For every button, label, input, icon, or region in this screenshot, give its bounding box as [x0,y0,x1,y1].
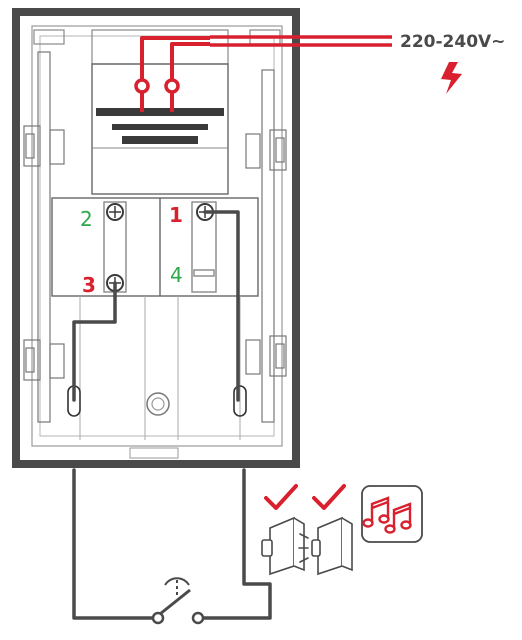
mains-wire-terminals [134,78,180,94]
low-voltage-wires [72,210,272,620]
transformer-core-bar [112,124,208,130]
transformer-core-bar [96,108,224,116]
terminal-label-2: 2 [80,207,93,231]
transformer-housing [12,8,300,468]
supply-voltage-label: 220-240V~ [400,32,505,52]
transformer-core-bar [122,136,198,144]
mains-live-wires [140,36,210,112]
sound-waves-icon [298,533,309,563]
check-mark-icon [264,484,298,510]
push-switch-icon [151,577,205,625]
terminal-label-4: 4 [170,263,183,287]
left-mounting-rail [23,51,65,423]
primary-terminal-block [91,29,229,195]
terminal-screw-2 [106,203,124,221]
doorbell-push-button-icon [261,516,305,576]
mounting-screw-hole [146,392,170,416]
mains-supply-cable [210,35,392,47]
right-mounting-rail [245,69,287,423]
check-mark-icon [312,484,346,510]
terminal-label-3: 3 [82,273,96,297]
doorbell-push-button-pressed-icon [311,516,353,576]
lightning-bolt-icon [441,62,462,94]
secondary-terminal-block [51,197,259,297]
music-notes-icon [361,485,423,543]
terminal-label-1: 1 [169,203,183,227]
